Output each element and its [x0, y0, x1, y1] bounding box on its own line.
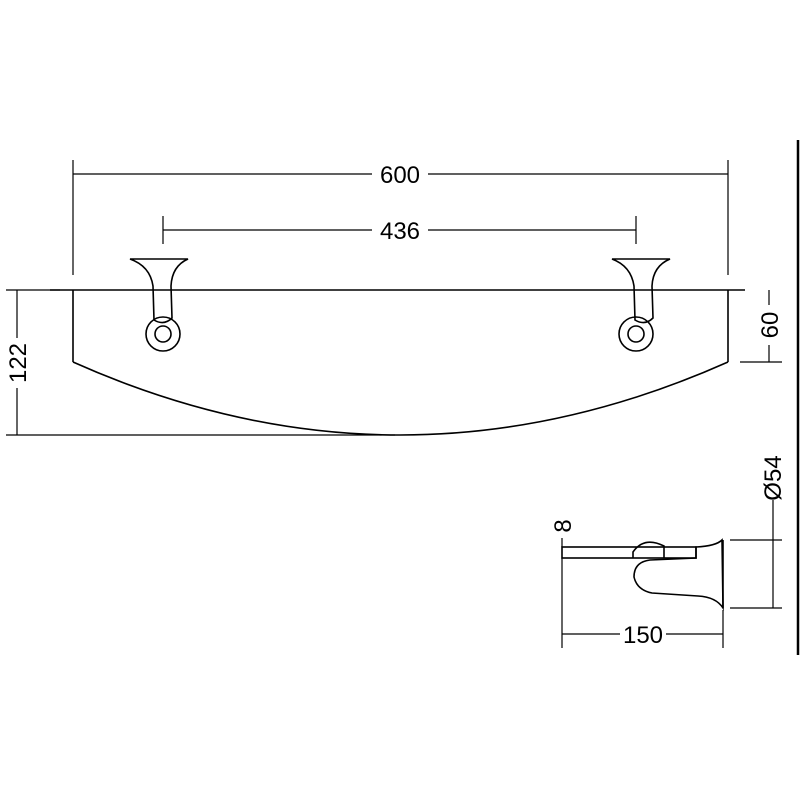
bracket-clamp: [632, 541, 665, 558]
dimension-glass-thickness: 8: [550, 519, 577, 547]
dimension-label-436: 436: [380, 218, 420, 245]
left-bracket: [129, 258, 189, 352]
dimension-bracket-projection: 150: [561, 558, 724, 649]
bracket-body: [633, 538, 724, 611]
dimension-bracket-spacing: 436: [162, 216, 637, 245]
dimension-bracket-diameter: Ø54: [730, 455, 787, 609]
shelf-front-curve: [72, 361, 729, 436]
dimension-edge-depth: 60: [740, 290, 784, 363]
glass-plate: [561, 546, 697, 559]
dimension-label-diameter-54: Ø54: [760, 455, 787, 500]
right-bracket: [611, 258, 671, 352]
dimension-label-60: 60: [757, 312, 784, 339]
dimension-overall-width: 600: [72, 160, 729, 275]
shelf-top-view: [50, 258, 745, 436]
dimension-label-122: 122: [5, 343, 32, 383]
shelf-side-view: [561, 538, 724, 611]
dimension-label-8: 8: [550, 519, 577, 532]
dimension-label-600: 600: [380, 162, 420, 189]
dimension-label-150: 150: [623, 622, 663, 649]
dimension-overall-depth: 122: [5, 289, 395, 436]
